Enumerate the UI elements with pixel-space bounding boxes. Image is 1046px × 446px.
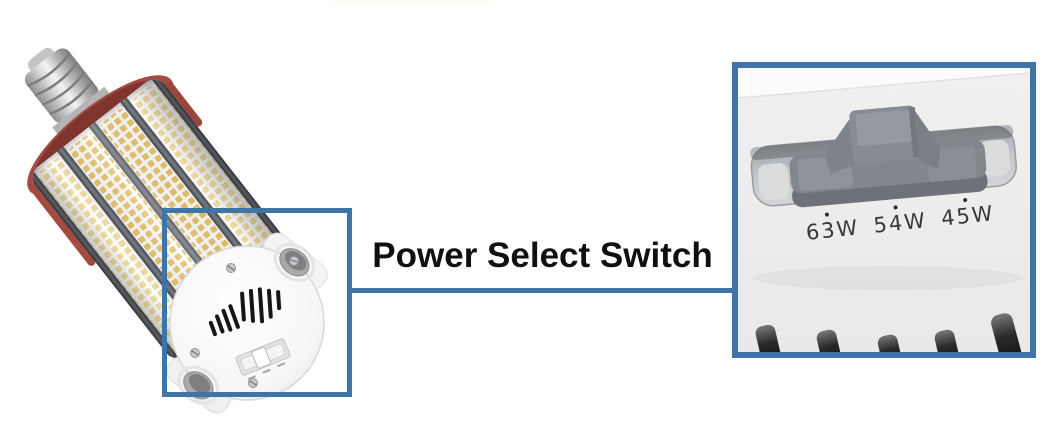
highlight-box (162, 208, 352, 397)
switch-closeup-photo: 63W 54W 45W (738, 68, 1030, 352)
wattage-label-63w: 63W (805, 215, 861, 244)
position-dot-45w (963, 198, 968, 203)
zoom-panel: 63W 54W 45W (732, 62, 1036, 358)
vent-slats-row (755, 313, 1023, 352)
slot-end-left (758, 163, 790, 201)
position-dot-54w (893, 205, 898, 210)
vent-slat (755, 324, 782, 352)
slot-end-right (978, 139, 1011, 177)
wattage-label-45w: 45W (940, 201, 996, 230)
vent-slots (208, 287, 282, 337)
end-cap (166, 232, 328, 414)
position-dot-63w (824, 212, 829, 217)
power-select-switch (750, 105, 1018, 208)
top-edge-artifact (332, 0, 488, 3)
callout-label: Power Select Switch (372, 236, 713, 275)
switch-knob (789, 105, 988, 208)
wattage-markings: 63W 54W 45W (805, 198, 996, 245)
vent-slat (934, 329, 960, 352)
callout-line (350, 288, 738, 293)
cap-edge-highlight (738, 68, 1030, 98)
power-select-switch-small (235, 338, 291, 381)
vent-slat (816, 329, 842, 352)
vent-slat (991, 313, 1023, 352)
screws (190, 256, 299, 388)
vent-slat (877, 334, 902, 352)
wattage-label-54w: 54W (872, 208, 928, 237)
